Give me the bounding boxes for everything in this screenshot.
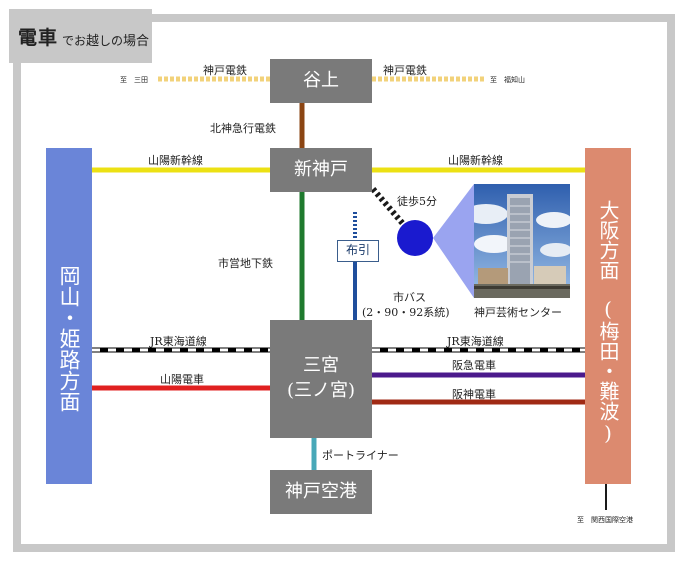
- label-to-kansai-airport: 至 関西国際空港: [577, 516, 633, 524]
- label-walk: 徒歩5分: [397, 195, 437, 208]
- label-city-bus: 市バス: [393, 291, 426, 304]
- label-to-sanda: 至 三田: [120, 76, 148, 84]
- bus-stop-nunobiki[interactable]: 布引: [337, 240, 379, 262]
- label-hanshin: 阪神電車: [452, 388, 496, 401]
- venue-dot: [397, 220, 433, 256]
- sidebar-osaka: 大阪方面 (梅田・難波): [585, 148, 631, 484]
- sidebar-okayama-himeji: 岡山・姫路方面: [46, 148, 92, 484]
- label-hokushin: 北神急行電鉄: [210, 122, 276, 135]
- venue-highlight-cone: [433, 184, 474, 298]
- walk-path: [370, 187, 407, 227]
- station-shinkobe[interactable]: 新神戸: [270, 148, 372, 192]
- label-kobe-dentetsu-right: 神戸電鉄: [383, 64, 427, 77]
- label-port-liner: ポートライナー: [322, 449, 399, 462]
- station-kobe-airport[interactable]: 神戸空港: [270, 470, 372, 514]
- title-tab: 電車 でお越しの場合: [9, 9, 152, 63]
- label-subway: 市営地下鉄: [218, 257, 273, 270]
- sannomiya-sub: (三ノ宮): [286, 380, 356, 401]
- label-shinkansen-left: 山陽新幹線: [148, 154, 203, 167]
- label-city-bus-routes: (2・90・92系統): [362, 306, 450, 319]
- label-sanyo: 山陽電車: [160, 373, 204, 386]
- title-main: 電車: [18, 27, 59, 49]
- label-jr-right: JR東海道線: [447, 335, 504, 348]
- sannomiya-name: 三宮: [303, 355, 339, 376]
- station-tanigami[interactable]: 谷上: [270, 59, 372, 103]
- label-hankyu: 阪急電車: [452, 359, 496, 372]
- label-kobe-dentetsu-left: 神戸電鉄: [203, 64, 247, 77]
- station-sannomiya[interactable]: 三宮 (三ノ宮): [270, 320, 372, 438]
- label-jr-left: JR東海道線: [150, 335, 207, 348]
- label-venue: 神戸芸術センター: [474, 306, 562, 319]
- label-shinkansen-right: 山陽新幹線: [448, 154, 503, 167]
- title-sub: でお越しの場合: [62, 34, 150, 49]
- label-to-fukuchiyama: 至 福知山: [490, 76, 525, 84]
- venue-photo: [474, 184, 570, 298]
